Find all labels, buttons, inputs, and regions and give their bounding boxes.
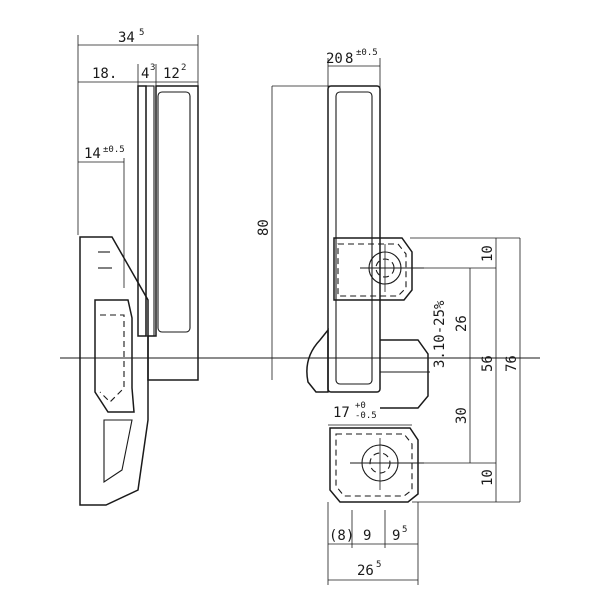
dim-26: 26: [454, 315, 470, 332]
front-upright: [327, 85, 381, 393]
dim-b9-5-sup: 5: [402, 525, 407, 535]
dim-height: 80: [256, 219, 272, 236]
dim-overall-bottom: 26: [357, 563, 374, 579]
front-view: 20 8 ±0.5 80 17 +0 -0.5: [60, 48, 540, 585]
dim-slot-tol-minus: -0.5: [355, 411, 377, 421]
lower-latch-block: [329, 427, 419, 503]
dim-56: 56: [480, 355, 496, 372]
dim-top-width-tol: ±0.5: [356, 48, 378, 58]
side-plate-outer: [137, 85, 147, 337]
dim-offset-base: 14: [84, 146, 101, 162]
dim-76: 76: [504, 355, 520, 372]
lever-knob: [306, 327, 329, 393]
dim-overall-width-sup: 5: [139, 28, 144, 38]
dim-top-width-main: 8: [345, 51, 353, 67]
dim-b9: 9: [363, 528, 371, 544]
dim-b8: (8): [329, 528, 354, 544]
dim-b9-5: 9: [392, 528, 400, 544]
dim-seg-c: 12: [163, 66, 180, 82]
dim-slot-tol-plus: +0: [355, 401, 366, 411]
dim-seg-b-sup: 3: [150, 63, 155, 73]
note-r: 3.10-25%: [432, 300, 448, 368]
dim-offset-tol: ±0.5: [103, 145, 125, 155]
dim-seg-a: 18.: [92, 66, 117, 82]
dim-top-width-base: 20: [326, 51, 343, 67]
dim-top-10: 10: [480, 245, 496, 262]
dim-overall-bottom-sup: 5: [376, 560, 381, 570]
dim-seg-b: 4: [141, 66, 149, 82]
dim-slot-base: 17: [333, 405, 350, 421]
dim-30: 30: [454, 407, 470, 424]
dim-overall-width: 34: [118, 30, 135, 46]
side-plate-main: [147, 85, 199, 381]
side-view: 34 5 18. 4 3 12 2 14 ±0.5: [77, 28, 199, 506]
dim-seg-c-sup: 2: [181, 63, 186, 73]
upper-latch-block: [333, 237, 413, 301]
side-body-outline: [79, 236, 149, 506]
dim-bottom-10: 10: [480, 469, 496, 486]
